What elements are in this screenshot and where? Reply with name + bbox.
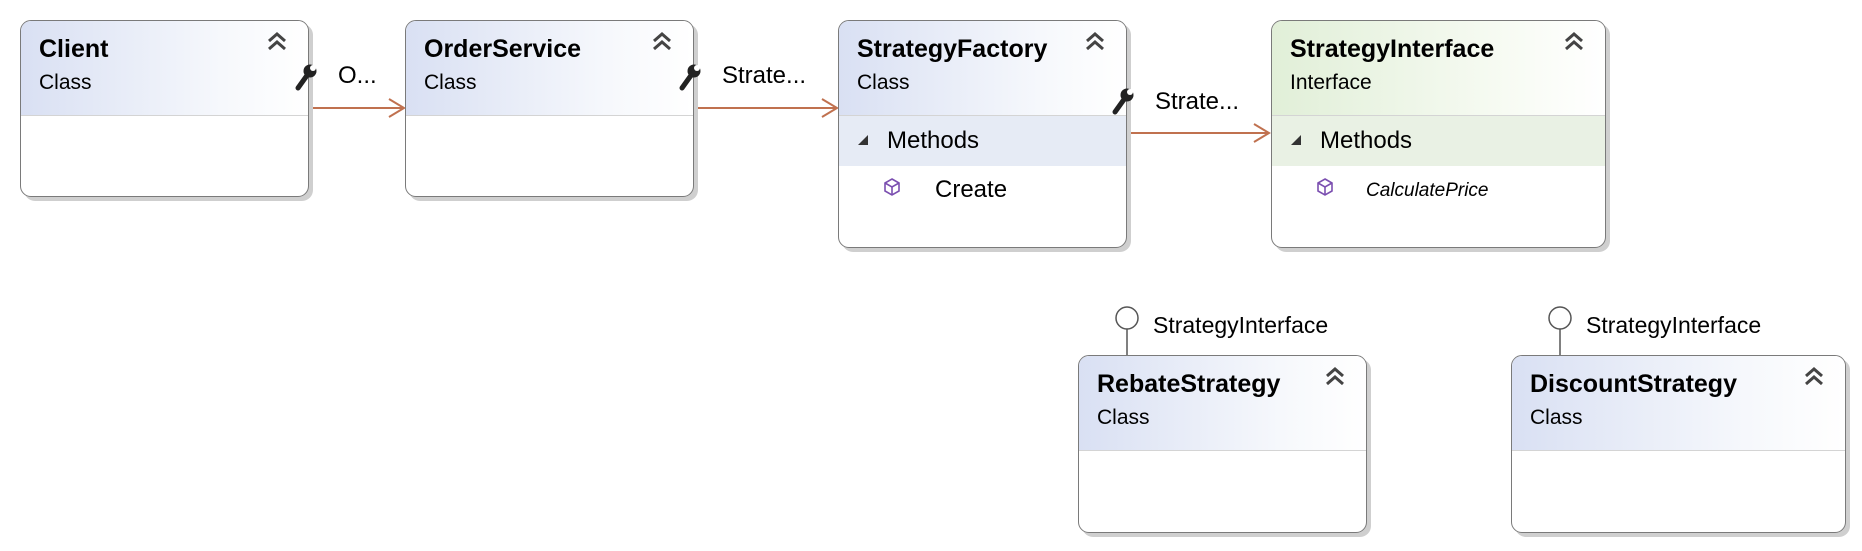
class-kind: Class bbox=[39, 71, 92, 94]
method-name: CalculatePrice bbox=[1366, 180, 1489, 201]
cube-icon bbox=[884, 178, 900, 196]
class-name: OrderService bbox=[424, 35, 582, 63]
double-chevron-up-icon[interactable] bbox=[1561, 29, 1587, 55]
method-item[interactable]: CalculatePrice bbox=[1272, 166, 1605, 214]
wrench-icon[interactable] bbox=[675, 62, 703, 94]
class-kind: Class bbox=[857, 71, 910, 94]
interface-lollipop-label: StrategyInterface bbox=[1586, 312, 1762, 338]
class-name: DiscountStrategy bbox=[1530, 370, 1737, 398]
interface-kind: Interface bbox=[1290, 71, 1372, 94]
class-strategy-factory[interactable]: StrategyFactory Class Methods Create bbox=[838, 20, 1127, 248]
double-chevron-up-icon[interactable] bbox=[1082, 29, 1108, 55]
interface-strategy-interface[interactable]: StrategyInterface Interface Methods Calc… bbox=[1271, 20, 1606, 248]
method-name: Create bbox=[935, 176, 1008, 203]
class-kind: Class bbox=[1530, 406, 1583, 429]
section-label: Methods bbox=[1320, 127, 1413, 154]
interface-lollipop-label: StrategyInterface bbox=[1153, 312, 1329, 338]
double-chevron-up-icon[interactable] bbox=[649, 29, 675, 55]
double-chevron-up-icon[interactable] bbox=[264, 29, 290, 55]
class-header: StrategyFactory Class bbox=[839, 21, 1126, 116]
association-client-order[interactable] bbox=[307, 98, 406, 118]
association-label[interactable]: Strate... bbox=[1155, 88, 1240, 115]
collapse-triangle-icon[interactable] bbox=[1290, 134, 1302, 146]
interface-name: StrategyInterface bbox=[1290, 35, 1495, 63]
association-order-factory[interactable] bbox=[693, 98, 839, 118]
class-client[interactable]: Client Class bbox=[20, 20, 309, 197]
methods-section-header[interactable]: Methods bbox=[839, 116, 1126, 166]
class-header: DiscountStrategy Class bbox=[1512, 356, 1845, 451]
class-kind: Class bbox=[424, 71, 477, 94]
class-header: OrderService Class bbox=[406, 21, 693, 116]
collapse-triangle-icon[interactable] bbox=[857, 134, 869, 146]
class-name: RebateStrategy bbox=[1097, 370, 1281, 398]
class-rebate-strategy[interactable]: RebateStrategy Class bbox=[1078, 355, 1367, 533]
wrench-icon[interactable] bbox=[291, 62, 319, 94]
association-factory-interface[interactable] bbox=[1125, 123, 1271, 143]
class-order-service[interactable]: OrderService Class bbox=[405, 20, 694, 197]
class-name: Client bbox=[39, 35, 109, 63]
class-header: Client Class bbox=[21, 21, 308, 116]
method-item[interactable]: Create bbox=[839, 166, 1126, 214]
cube-icon bbox=[1317, 178, 1333, 196]
lollipop-rebate bbox=[1115, 306, 1139, 356]
class-kind: Class bbox=[1097, 406, 1150, 429]
class-discount-strategy[interactable]: DiscountStrategy Class bbox=[1511, 355, 1846, 533]
class-name: StrategyFactory bbox=[857, 35, 1048, 63]
double-chevron-up-icon[interactable] bbox=[1322, 364, 1348, 390]
association-label[interactable]: Strate... bbox=[722, 62, 807, 89]
association-label[interactable]: O... bbox=[338, 62, 377, 89]
wrench-icon[interactable] bbox=[1108, 86, 1136, 118]
methods-section-header[interactable]: Methods bbox=[1272, 116, 1605, 166]
section-label: Methods bbox=[887, 127, 980, 154]
lollipop-discount bbox=[1548, 306, 1572, 356]
interface-header: StrategyInterface Interface bbox=[1272, 21, 1605, 116]
double-chevron-up-icon[interactable] bbox=[1801, 364, 1827, 390]
class-header: RebateStrategy Class bbox=[1079, 356, 1366, 451]
